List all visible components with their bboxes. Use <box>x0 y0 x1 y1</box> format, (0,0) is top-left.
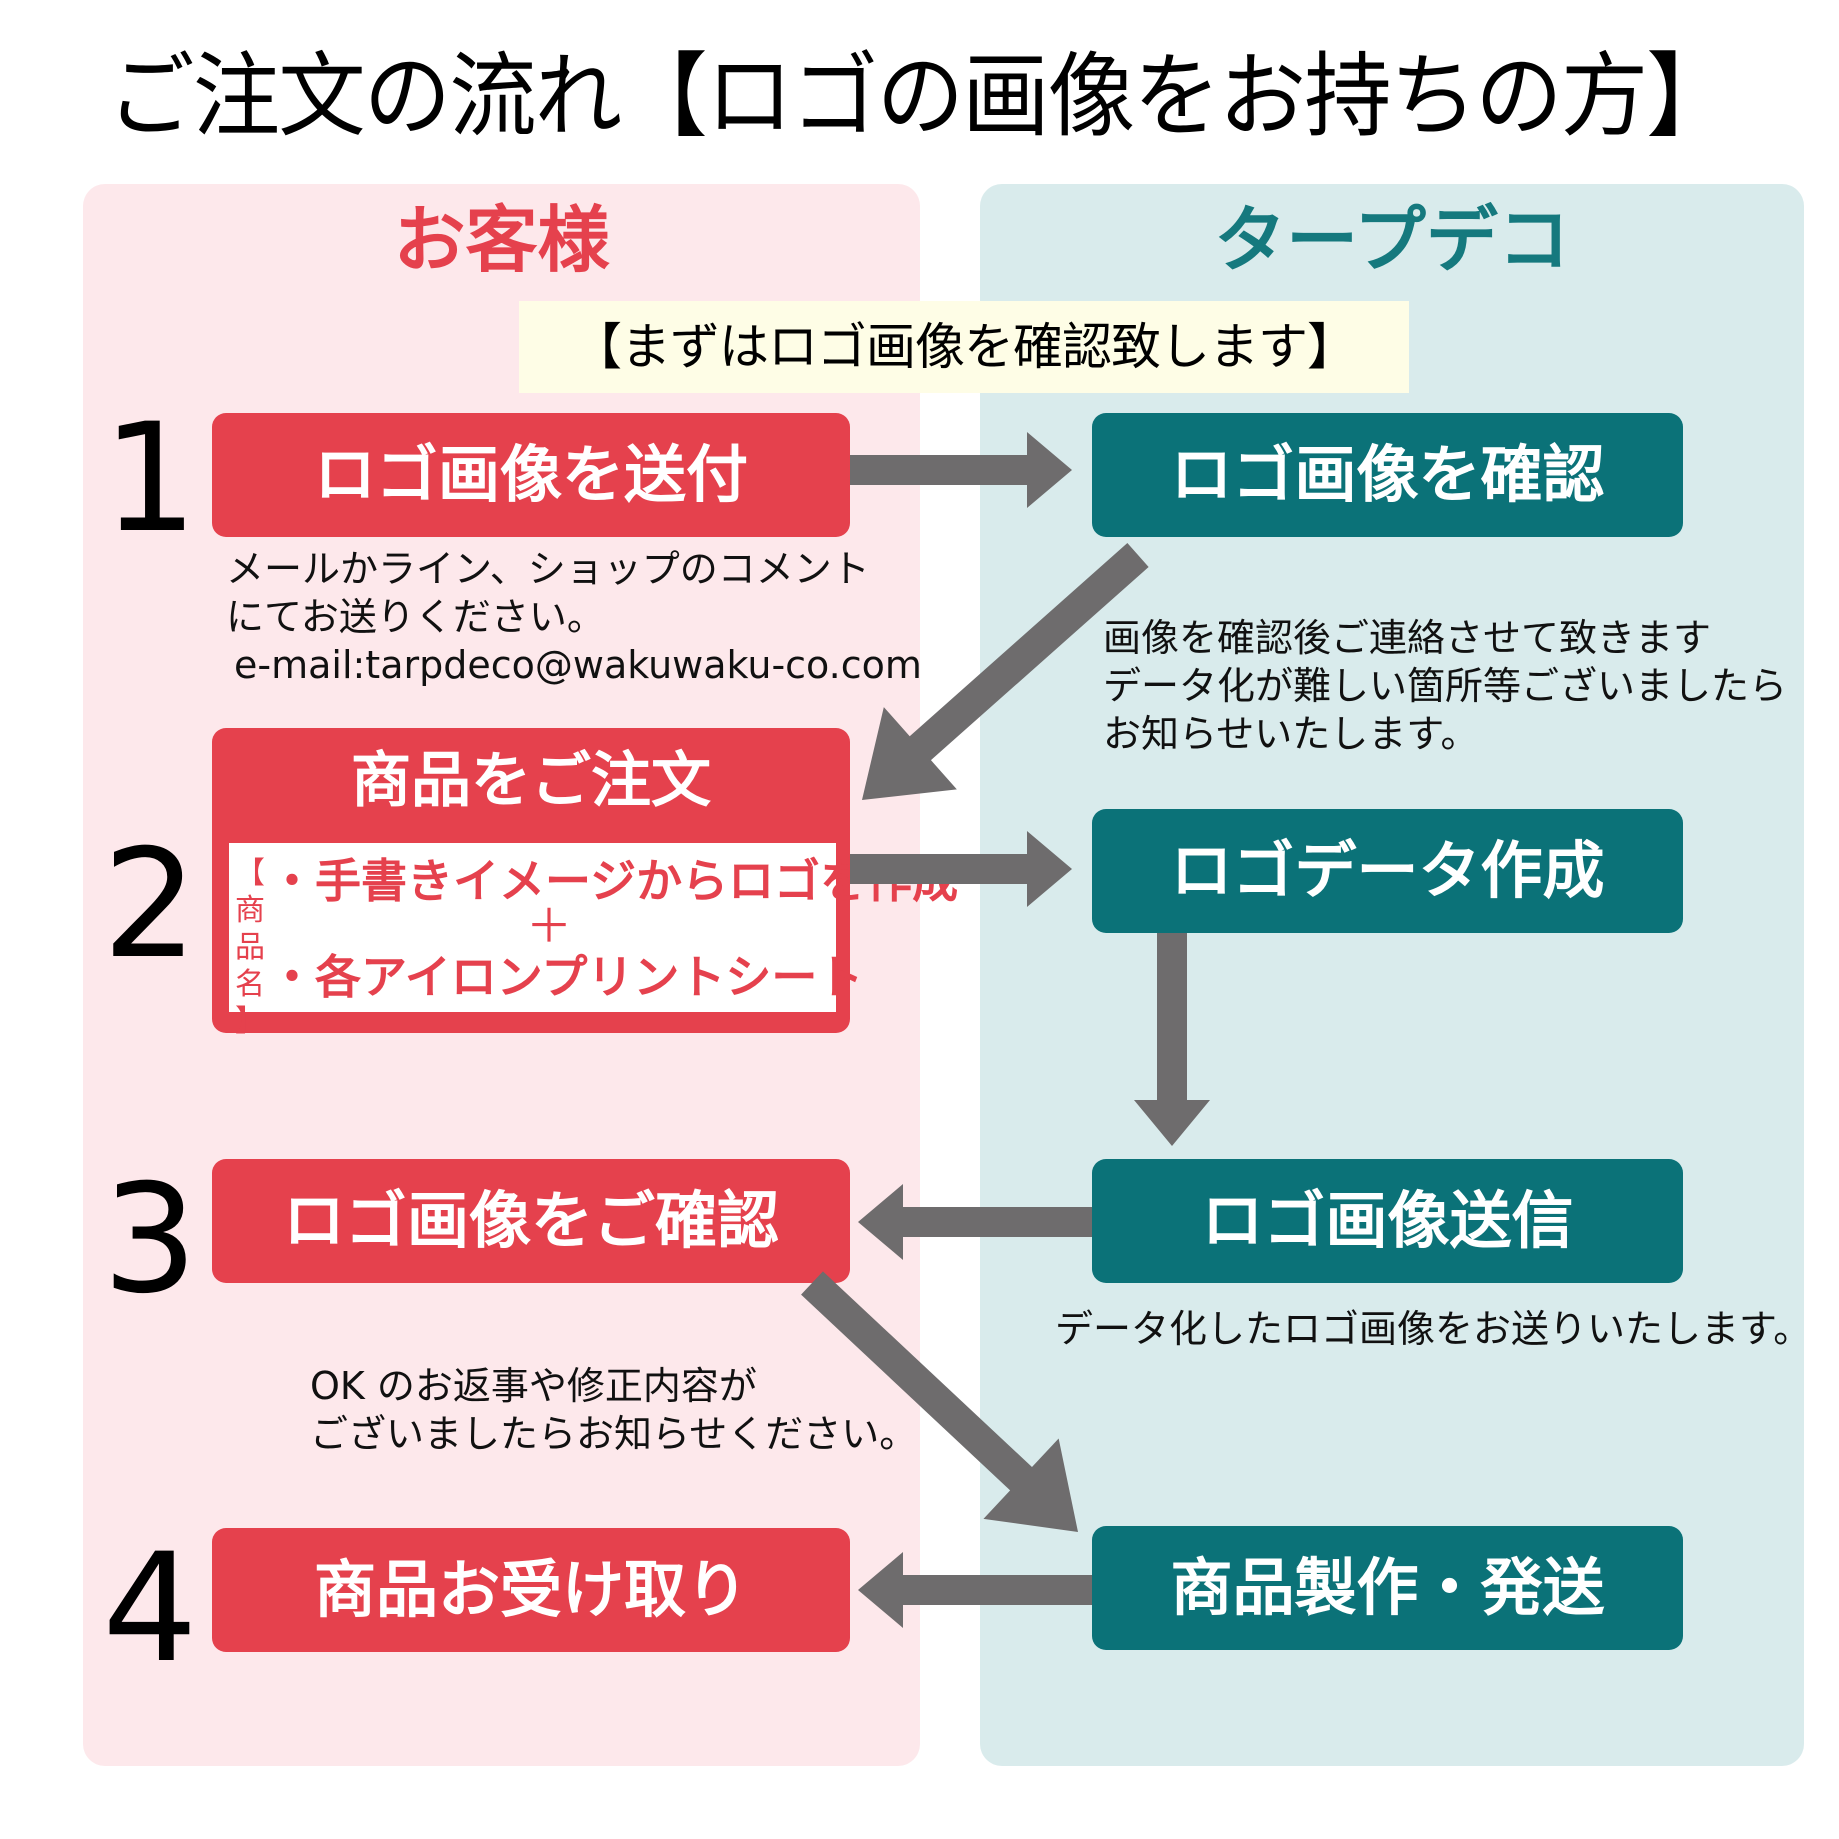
step-receive-product: 商品お受け取り <box>212 1528 850 1652</box>
bracket-open: 【 <box>235 856 265 891</box>
page-title: ご注文の流れ【ロゴの画像をお持ちの方】 <box>107 43 1733 150</box>
product-plus: ＋ <box>526 899 572 953</box>
company-create-data: ロゴデータ作成 <box>1092 809 1683 933</box>
step-number-2: 2 <box>102 818 198 992</box>
label-char: 品 <box>235 930 265 965</box>
company-check-logo: ロゴ画像を確認 <box>1092 413 1683 537</box>
step-confirm-logo: ロゴ画像をご確認 <box>212 1159 850 1283</box>
note-line: 画像を確認後ご連絡させて致きます <box>1103 616 1712 660</box>
note-send: メールかライン、ショップのコメント にてお送りください。 e-mail:tarp… <box>226 545 922 689</box>
note-line: メールかライン、ショップのコメント <box>226 547 870 591</box>
customer-heading: お客様 <box>393 198 610 282</box>
note-line: にてお送りください。 <box>226 595 605 639</box>
product-name-box: 【 商 品 名 】 ・手書きイメージからロゴを作成 ＋ ・各アイロンプリントシー… <box>229 843 959 1039</box>
step-number-4: 4 <box>102 1522 198 1696</box>
note-check: 画像を確認後ご連絡させて致きます データ化が難しい箇所等ございましたら お知らせ… <box>1103 614 1787 758</box>
note-line: ございましたらお知らせください。 <box>310 1412 918 1456</box>
email-address: e-mail:tarpdeco@wakuwaku-co.com <box>234 643 922 687</box>
product-line-1: ・手書きイメージからロゴを作成 <box>269 854 959 908</box>
step-number-1: 1 <box>102 392 198 566</box>
step-order-label: 商品をご注文 <box>351 746 711 816</box>
product-line-2: ・各アイロンプリントシート <box>269 950 864 1004</box>
note-line: データ化が難しい箇所等ございましたら <box>1103 664 1788 708</box>
bracket-close: 】 <box>235 1004 265 1039</box>
step-number-3: 3 <box>102 1153 198 1327</box>
note-sent: データ化したロゴ画像をお送りいたします。 <box>1055 1305 1811 1353</box>
label-char: 商 <box>235 893 265 928</box>
note-line: お知らせいたします。 <box>1103 712 1479 756</box>
note-reply: OK のお返事や修正内容が ございましたらお知らせください。 <box>310 1362 917 1458</box>
company-send-logo: ロゴ画像送信 <box>1092 1159 1683 1283</box>
step-send-logo: ロゴ画像を送付 <box>212 413 850 537</box>
intro-banner: 【まずはロゴ画像を確認致します】 <box>519 301 1409 393</box>
company-heading: タープデコ <box>1214 198 1570 282</box>
note-line: OK のお返事や修正内容が <box>310 1364 757 1408</box>
note-line: データ化したロゴ画像をお送りいたします。 <box>1055 1307 1812 1351</box>
company-produce-ship: 商品製作・発送 <box>1092 1526 1683 1650</box>
label-char: 名 <box>235 967 265 1002</box>
product-name-label: 【 商 品 名 】 <box>235 855 265 1040</box>
